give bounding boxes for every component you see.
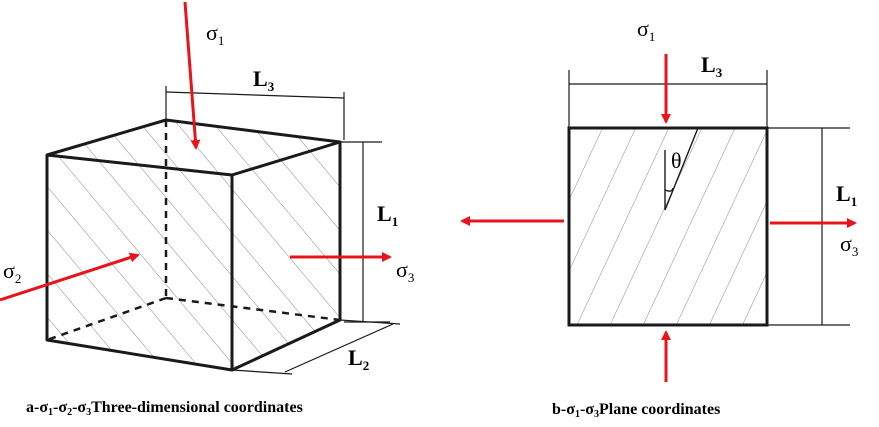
plane-diagram: θ σ1 L3 L1 σ3 b-σ1-σ3Plane coordinates (460, 16, 858, 420)
dim-l3-b (568, 70, 768, 128)
cube-front-face (47, 155, 232, 370)
caption-b: b-σ1-σ3Plane coordinates (552, 401, 720, 420)
label-l3-a: L3 (253, 66, 275, 94)
label-sigma3-a: σ3 (396, 257, 414, 285)
dim-l2-a (231, 319, 401, 375)
dim-l1-a (340, 141, 390, 323)
label-sigma1-a: σ1 (206, 20, 224, 48)
label-l3-b: L3 (701, 52, 723, 80)
label-theta: θ (671, 148, 682, 173)
cube-hidden-edges (46, 120, 341, 342)
theta-angle-marker (664, 127, 699, 211)
dim-l1-b (767, 127, 850, 326)
cube-side-face (232, 142, 340, 370)
label-sigma1-b: σ1 (637, 16, 655, 44)
plane-square (567, 126, 769, 327)
sigma1-arrow-a (183, 1, 201, 150)
cube-diagram: σ1 σ2 σ3 L3 L1 L2 a-σ1-σ2-σ3Three-dimens… (0, 1, 414, 418)
sigma2-arrow (0, 252, 140, 302)
plane-hatch-fill (569, 128, 767, 325)
label-l1-a: L1 (377, 201, 398, 229)
label-sigma3-b: σ3 (840, 231, 858, 259)
label-sigma2: σ2 (3, 258, 21, 286)
label-l1-b: L1 (836, 181, 857, 209)
label-l2: L2 (348, 345, 369, 373)
caption-a: a-σ1-σ2-σ3Three-dimensional coordinates (26, 399, 303, 418)
dim-l3-a (165, 86, 345, 140)
